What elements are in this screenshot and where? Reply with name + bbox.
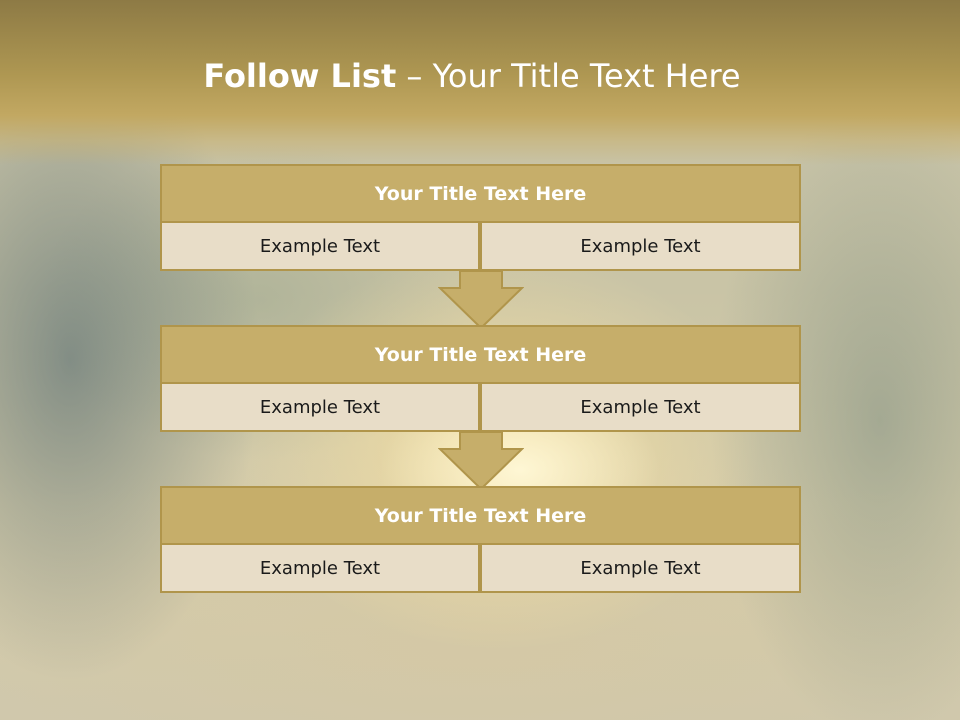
block-cell-left[interactable]: Example Text bbox=[160, 543, 480, 593]
page-title-bold: Follow List bbox=[203, 57, 397, 95]
block-cell-left[interactable]: Example Text bbox=[160, 382, 480, 432]
page-title: Follow List – Your Title Text Here bbox=[0, 52, 944, 100]
list-block-3: Your Title Text Here Example Text Exampl… bbox=[160, 486, 801, 593]
down-arrow-icon bbox=[438, 270, 524, 330]
block-cell-right[interactable]: Example Text bbox=[480, 543, 801, 593]
list-block-2: Your Title Text Here Example Text Exampl… bbox=[160, 325, 801, 432]
down-arrow-icon bbox=[438, 431, 524, 491]
block-cell-left[interactable]: Example Text bbox=[160, 221, 480, 271]
block-title[interactable]: Your Title Text Here bbox=[160, 164, 801, 223]
block-title[interactable]: Your Title Text Here bbox=[160, 325, 801, 384]
list-block-1: Your Title Text Here Example Text Exampl… bbox=[160, 164, 801, 271]
block-cell-right[interactable]: Example Text bbox=[480, 382, 801, 432]
header-band bbox=[0, 0, 960, 165]
block-title[interactable]: Your Title Text Here bbox=[160, 486, 801, 545]
page-title-rest: – Your Title Text Here bbox=[396, 57, 741, 95]
block-cell-right[interactable]: Example Text bbox=[480, 221, 801, 271]
